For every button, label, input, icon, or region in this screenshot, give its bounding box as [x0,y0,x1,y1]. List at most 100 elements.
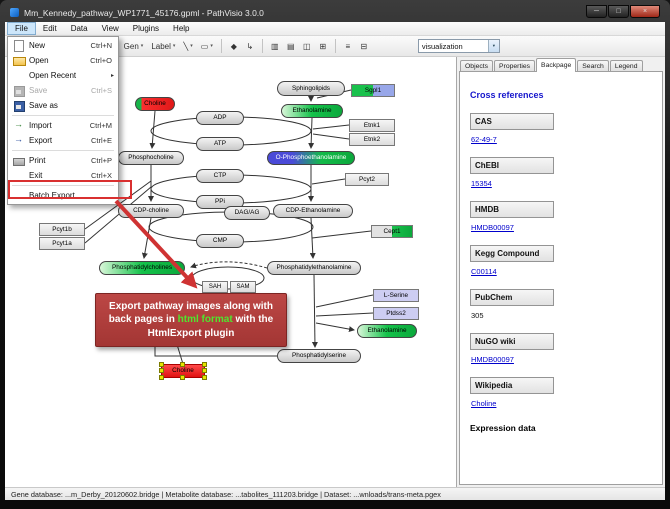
xref-header-nugo-wiki: NuGO wiki [470,333,554,350]
align-horizontal-button[interactable]: ▥ [267,38,283,54]
xref-header-hmdb: HMDB [470,201,554,218]
label-button[interactable]: Label▾ [147,38,179,54]
node-l-serine[interactable]: L-Serine [373,289,419,302]
node-pcyt1a[interactable]: Pcyt1a [39,237,85,250]
node-sgpl1[interactable]: Sgpl1 [351,84,395,97]
menu-item-label: Exit [29,171,42,180]
titlebar: Mm_Kennedy_pathway_WP1771_45176.gpml - P… [10,5,560,20]
gene-product-button[interactable]: Gen▾ [120,38,148,54]
node-phosphatidylserine[interactable]: Phosphatidylserine [277,349,361,363]
node-sam[interactable]: SAM [230,281,256,293]
menubar: FileEditDataViewPluginsHelp [5,22,665,36]
node-ctp[interactable]: CTP [196,169,244,183]
align-vertical-button-icon: ▤ [287,42,295,51]
shape-tool-button[interactable]: ▭▾ [197,38,217,54]
xref-link[interactable]: HMDB00097 [471,355,514,364]
xref-header-chebi: ChEBI [470,157,554,174]
visualization-combobox[interactable]: visualization ▾ [418,39,500,53]
menu-item-label: Open [29,56,49,65]
file-menu-item-open-recent[interactable]: Open Recent▸ [9,68,117,83]
minimize-button[interactable]: ─ [586,5,607,18]
visualization-dropdown-icon[interactable]: ▾ [488,40,499,52]
menu-file[interactable]: File [7,22,36,35]
maximize-button[interactable]: □ [608,5,629,18]
node-cdp-choline[interactable]: CDP-choline [118,204,184,218]
xref-header-wikipedia: Wikipedia [470,377,554,394]
node-cept1[interactable]: Cept1 [371,225,413,238]
node-ptdss2[interactable]: Ptdss2 [373,307,419,320]
node-phosphatidylethanolamine[interactable]: Phosphatidylethanolamine [267,261,361,275]
xref-link[interactable]: 15354 [471,179,492,188]
node-o-phosphoethanolamine[interactable]: O-Phosphoethanolamine [267,151,355,165]
line-tool-button[interactable]: ╲▾ [179,38,196,54]
connector-tool-button[interactable]: ↳ [242,38,258,54]
node-etnk2[interactable]: Etnk2 [349,133,395,146]
menu-help[interactable]: Help [166,22,196,35]
xref-link[interactable]: Choline [471,399,496,408]
cross-references-title: Cross references [470,90,652,100]
sidebar-tabs: ObjectsPropertiesBackpageSearchLegend [457,57,665,72]
menu-view[interactable]: View [95,22,126,35]
file-menu-item-open[interactable]: OpenCtrl+O [9,53,117,68]
selection-handle[interactable] [180,362,185,367]
menu-plugins[interactable]: Plugins [126,22,166,35]
node-cdp-ethanolamine[interactable]: CDP-Ethanolamine [273,204,353,218]
node-pcyt2[interactable]: Pcyt2 [345,173,389,186]
node-phosphatidylcholines[interactable]: Phosphatidylcholines [99,261,185,275]
shape-tool-button-icon: ▭ [201,42,209,51]
align-horizontal-button-icon: ▥ [271,42,279,51]
selection-handle[interactable] [202,368,207,373]
menu-item-label: Export [29,136,52,145]
node-pcyt1b[interactable]: Pcyt1b [39,223,85,236]
save-file-icon [12,100,25,111]
stack-horizontal-button[interactable]: ⊟ [356,38,372,54]
center-horizontal-button[interactable]: ◫ [299,38,315,54]
selection-handle[interactable] [180,375,185,380]
save-file-icon [12,85,25,96]
menu-item-shortcut: Ctrl+S [91,86,112,95]
selection-handle[interactable] [202,362,207,367]
statusbar-text: Gene database: ...m_Derby_20120602.bridg… [11,490,441,499]
gene-product-button-icon: Gen [124,42,139,51]
node-ethanolamine-bottom[interactable]: Ethanolamine [357,324,417,338]
menu-edit[interactable]: Edit [36,22,64,35]
node-sah[interactable]: SAH [202,281,228,293]
node-dag[interactable]: DAG/AG [224,206,270,220]
node-sphingolipids[interactable]: Sphingolipids [277,81,345,96]
file-menu-item-new[interactable]: NewCtrl+N [9,38,117,53]
stack-vertical-button[interactable]: ≡ [340,38,356,54]
node-choline-top[interactable]: Choline [135,97,175,111]
node-etnk1[interactable]: Etnk1 [349,119,395,132]
node-ethanolamine-top[interactable]: Ethanolamine [281,104,343,118]
batch-export-highlight-box [8,180,132,199]
common-width-button[interactable]: ⊞ [315,38,331,54]
xref-link[interactable]: HMDB00097 [471,223,514,232]
close-button[interactable]: × [630,5,660,18]
file-menu-item-import[interactable]: ImportCtrl+M [9,118,117,133]
selection-handle[interactable] [202,375,207,380]
file-menu-item-save[interactable]: SaveCtrl+S [9,83,117,98]
node-atp[interactable]: ATP [196,137,244,151]
file-menu-item-save-as[interactable]: Save as [9,98,117,113]
node-adp[interactable]: ADP [196,111,244,125]
tab-backpage[interactable]: Backpage [536,58,576,72]
window-controls: ─□× [585,5,660,18]
file-menu-item-print[interactable]: PrintCtrl+P [9,153,117,168]
align-vertical-button[interactable]: ▤ [283,38,299,54]
menu-item-label: Print [29,156,45,165]
xref-link[interactable]: C00114 [471,267,497,276]
anchor-tool-button[interactable]: ◆ [226,38,242,54]
file-menu-item-export[interactable]: ExportCtrl+E [9,133,117,148]
dropdown-arrow-icon: ▾ [141,43,144,49]
node-phosphocholine[interactable]: Phosphocholine [118,151,184,165]
node-cmp[interactable]: CMP [196,234,244,248]
node-choline-selected[interactable]: Choline [161,364,205,378]
xref-link[interactable]: 62-49-7 [471,135,497,144]
new-file-icon [12,40,25,51]
selection-handle[interactable] [159,375,164,380]
menu-data[interactable]: Data [64,22,95,35]
selection-handle[interactable] [159,368,164,373]
menu-item-shortcut: Ctrl+X [91,171,112,180]
selection-handle[interactable] [159,362,164,367]
